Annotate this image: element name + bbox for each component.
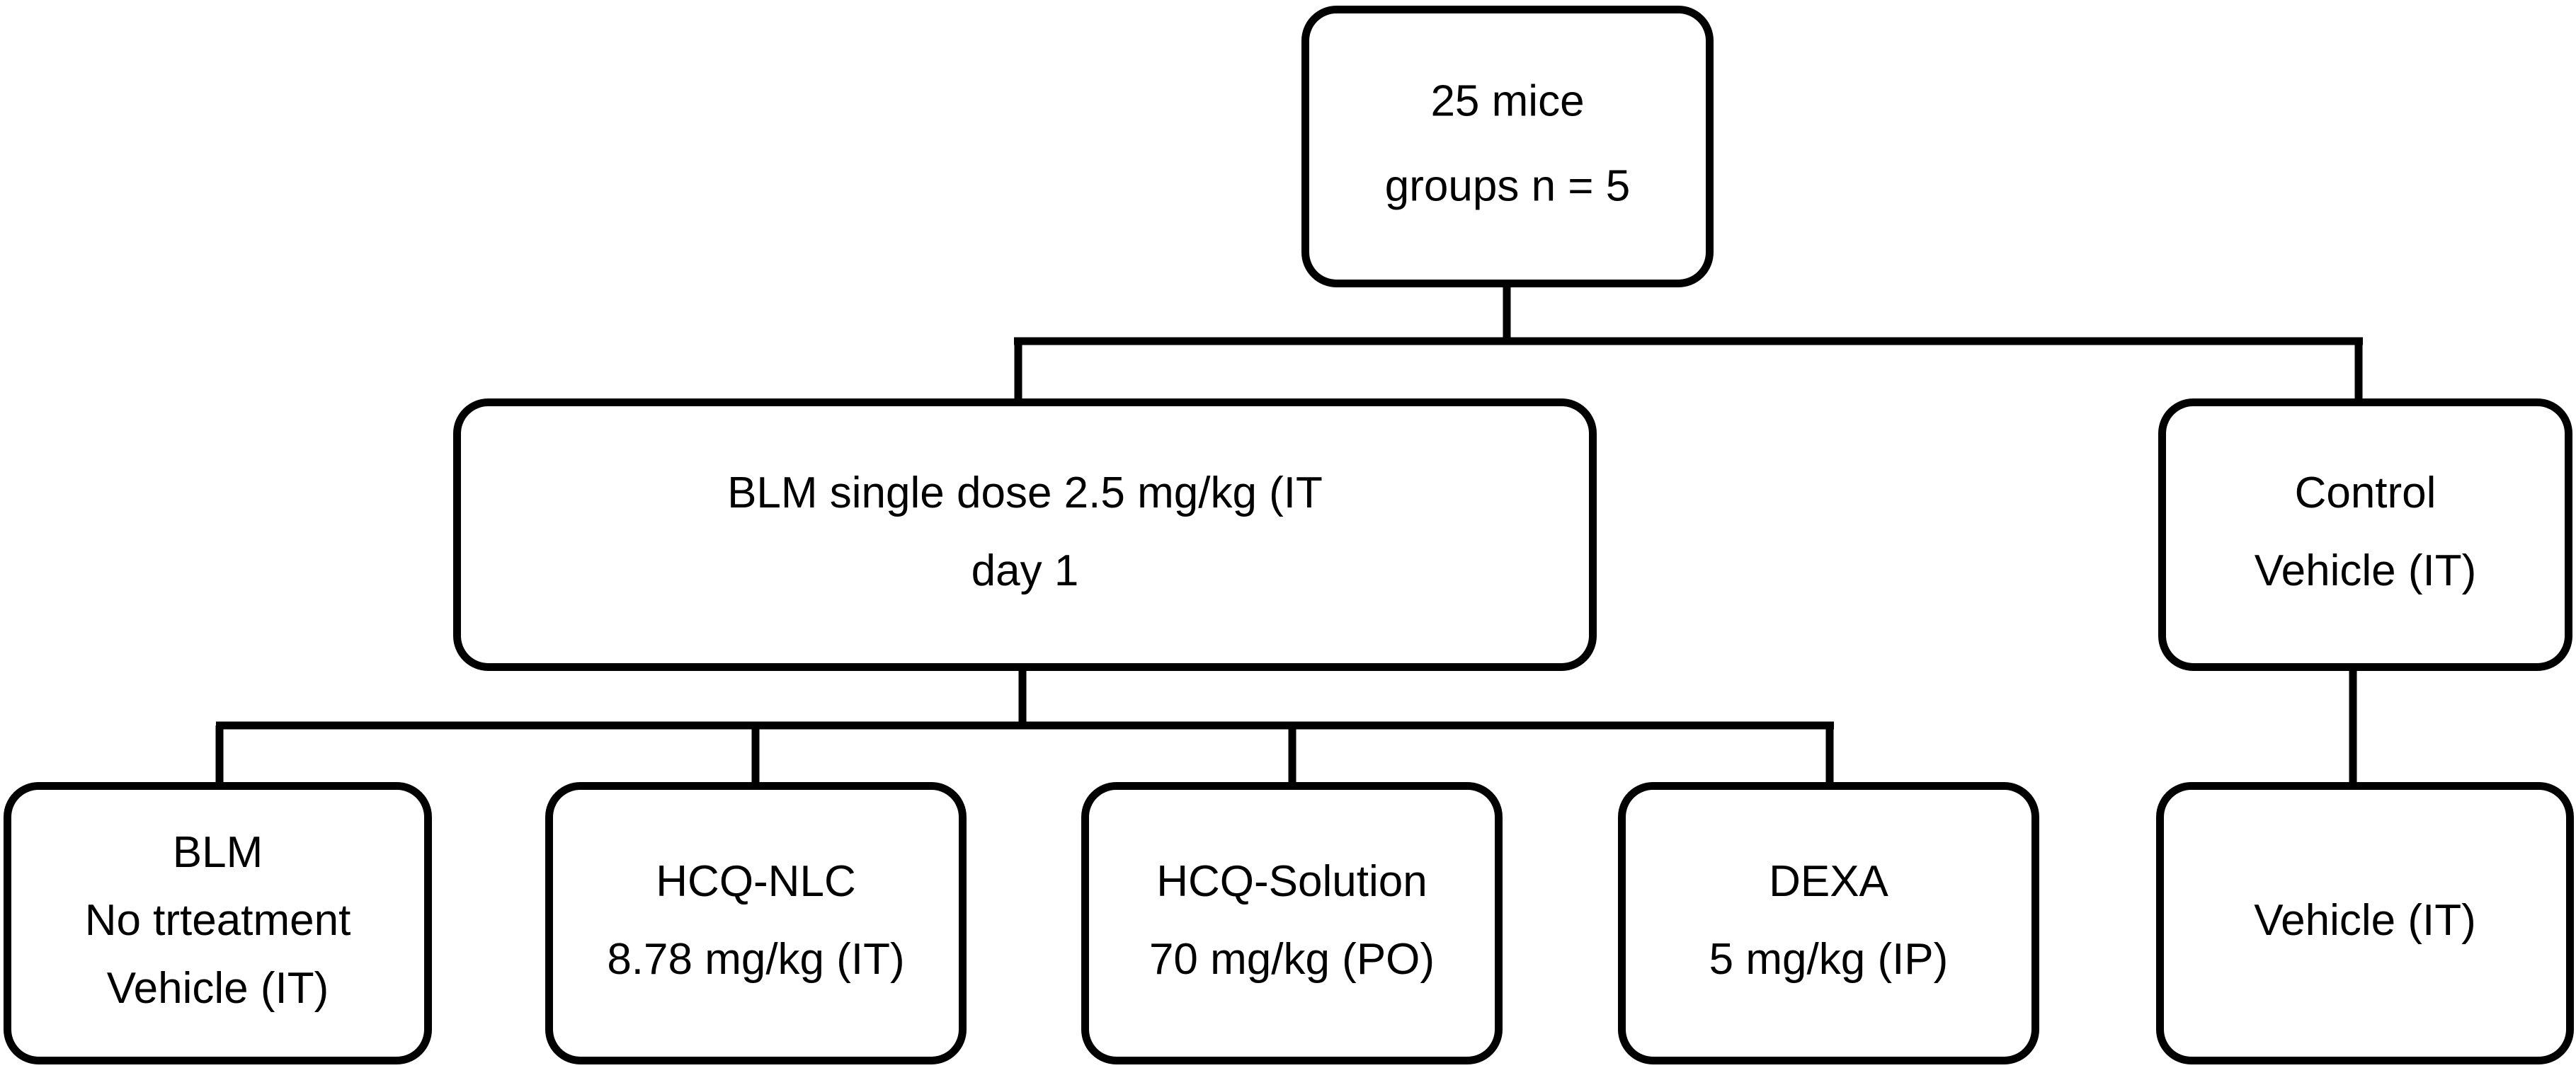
blm-model[interactable]: BLM single dose 2.5 mg/kg (IT day 1 [453,398,1597,671]
hcq-solution-group-line-1: HCQ-Solution [1156,857,1427,906]
hcq-nlc-group-line-1: HCQ-NLC [656,857,855,906]
control-vehicle-group-line-1: Vehicle (IT) [2254,896,2476,945]
control-group-box [2158,398,2572,671]
blm-model-box [453,398,1597,671]
hcq-nlc-group-box [545,782,967,1064]
hcq-nlc-group[interactable]: HCQ-NLC 8.78 mg/kg (IT) [545,782,967,1064]
hcq-solution-group[interactable]: HCQ-Solution 70 mg/kg (PO) [1081,782,1503,1064]
dexa-group-box [1618,782,2039,1064]
hcq-nlc-group-line-2: 8.78 mg/kg (IT) [607,935,904,984]
hcq-solution-group-box [1081,782,1503,1064]
blm-no-treatment-group-line-1: BLM [173,828,263,877]
blm-no-treatment-group-box [4,782,432,1064]
total-animals-line-2: groups n = 5 [1385,161,1630,210]
control-vehicle-group[interactable]: Vehicle (IT) [2156,782,2574,1064]
dexa-group[interactable]: DEXA 5 mg/kg (IP) [1618,782,2039,1064]
blm-model-line-2: day 1 [971,546,1079,595]
blm-no-treatment-group-line-2: No trteatment [85,896,351,945]
control-vehicle-group-box [2156,782,2574,1064]
blm-no-treatment-group-line-3: Vehicle (IT) [107,964,329,1013]
total-animals-line-1: 25 mice [1430,76,1584,125]
total-animals[interactable]: 25 mice groups n = 5 [1301,6,1714,287]
total-animals-box [1301,6,1714,287]
hcq-solution-group-line-2: 70 mg/kg (PO) [1149,935,1435,984]
control-group-line-2: Vehicle (IT) [2255,546,2477,595]
control-group-line-1: Control [2295,469,2437,517]
dexa-group-line-1: DEXA [1769,857,1888,906]
connector-layer [215,287,2363,782]
blm-model-line-1: BLM single dose 2.5 mg/kg (IT [727,469,1323,517]
dexa-group-line-2: 5 mg/kg (IP) [1709,935,1949,984]
node-layer: 25 mice groups n = 5 BLM single dose 2.5 m… [4,6,2574,1064]
